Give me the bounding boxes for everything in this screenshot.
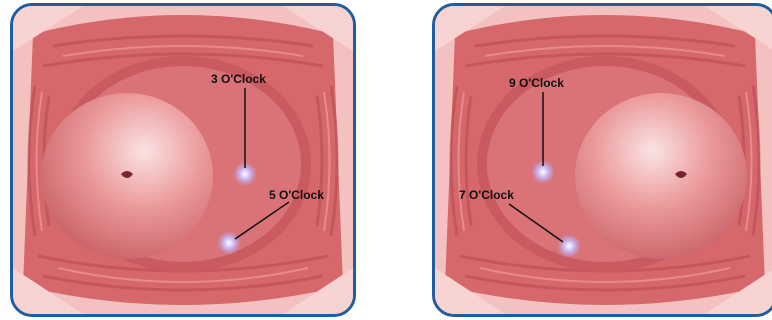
right-cervix-illustration <box>435 6 772 314</box>
label-7-oclock: 7 O'Clock <box>459 188 514 202</box>
left-cervix-diagram: 3 O'Clock 5 O'Clock <box>10 3 356 317</box>
left-cervix-illustration <box>13 6 353 314</box>
marker-5-oclock <box>217 231 241 255</box>
cervix <box>575 93 747 259</box>
label-9-oclock: 9 O'Clock <box>509 76 564 90</box>
right-cervix-diagram: 9 O'Clock 7 O'Clock <box>432 3 772 317</box>
marker-7-oclock <box>557 234 581 258</box>
label-5-oclock: 5 O'Clock <box>269 188 324 202</box>
label-3-oclock: 3 O'Clock <box>211 72 266 86</box>
